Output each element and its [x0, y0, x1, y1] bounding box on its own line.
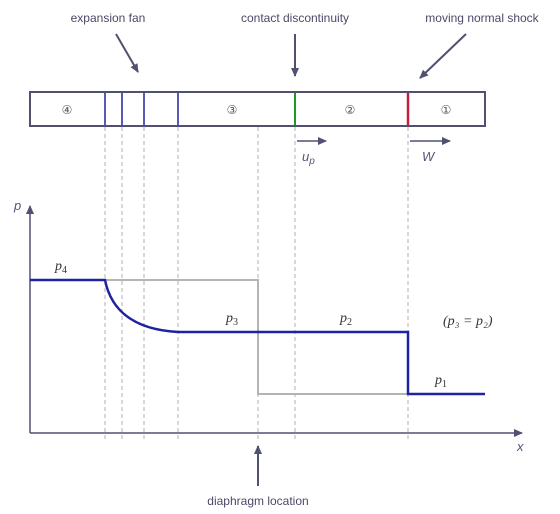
expansion-fan-label: expansion fan: [71, 11, 146, 25]
up-label: up: [302, 149, 315, 167]
p3-label: p3: [225, 311, 238, 328]
contact-discontinuity-label: contact discontinuity: [241, 11, 349, 25]
region-2-label: ②: [345, 103, 356, 117]
pressure-equality-label: (p₃ = p₂): [443, 314, 493, 329]
p4-label: p4: [54, 259, 67, 276]
fan-lines: [104, 93, 179, 125]
shock-tube: [29, 91, 486, 127]
pressure-curve: [30, 278, 485, 396]
guide-lines: [104, 92, 409, 440]
x-axis-label: x: [516, 439, 524, 454]
initial-pressure-curve: [105, 279, 408, 395]
moving-normal-shock-label: moving normal shock: [425, 11, 539, 25]
moving-shock-arrow: [419, 33, 467, 79]
p2-label: p2: [339, 311, 352, 328]
region-4-label: ④: [62, 103, 73, 117]
diaphragm-location-label: diaphragm location: [207, 494, 308, 508]
w-label: W: [422, 149, 436, 164]
p1-label: p1: [434, 373, 447, 390]
region-3-label: ③: [227, 103, 238, 117]
expansion-fan-arrow: [115, 33, 139, 73]
y-axis-label: p: [13, 198, 21, 213]
region-1-label: ①: [441, 103, 452, 117]
